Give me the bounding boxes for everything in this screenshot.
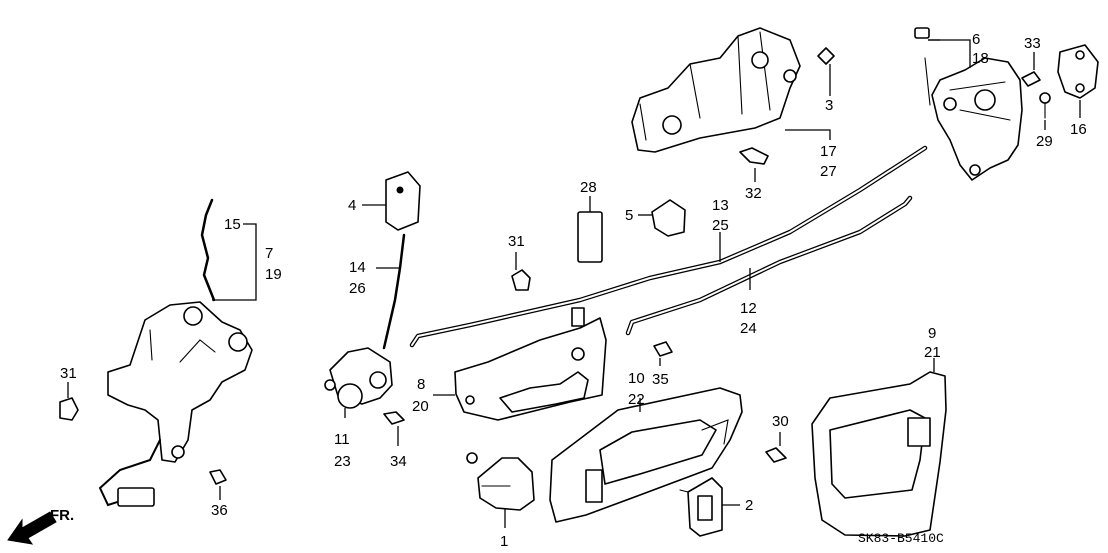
screw-36 (209, 469, 227, 485)
callout-6: 6 (972, 31, 980, 48)
callout-25: 25 (712, 217, 729, 234)
rod-13-25 (409, 145, 928, 348)
rod-clip-5 (651, 199, 686, 237)
clip-31-upper (511, 269, 531, 291)
screw-29 (1039, 92, 1051, 119)
callout-10: 10 (628, 370, 645, 387)
outer-door-handle (631, 27, 801, 153)
callout-12: 12 (740, 300, 757, 317)
callout-4: 4 (348, 197, 356, 214)
callout-7: 7 (265, 245, 273, 262)
callout-33: 33 (1024, 35, 1041, 52)
callout-36: 36 (211, 502, 228, 519)
lock-cylinder (324, 347, 393, 409)
lock-link-rod-15 (200, 198, 216, 302)
callout-23: 23 (334, 453, 351, 470)
protector-28 (577, 211, 603, 263)
callout-30: 30 (772, 413, 789, 430)
callout-26: 26 (349, 280, 366, 297)
diagram-code: SK83-B5410C (858, 531, 944, 546)
callout-3: 3 (825, 97, 833, 114)
door-switch-1 (466, 452, 535, 511)
lock-knob-rod (382, 233, 406, 350)
callout-32: 32 (745, 185, 762, 202)
callout-16: 16 (1070, 121, 1087, 138)
callout-28: 28 (580, 179, 597, 196)
callout-19: 19 (265, 266, 282, 283)
callout-18: 18 (972, 50, 989, 67)
callout-17: 17 (820, 143, 837, 160)
door-striker (1057, 44, 1099, 99)
callout-21: 21 (924, 344, 941, 361)
inner-handle-cover (549, 387, 743, 523)
lock-knob-4 (385, 171, 421, 231)
callout-13: 13 (712, 197, 729, 214)
callout-9: 9 (928, 325, 936, 342)
callout-31-upper: 31 (508, 233, 525, 250)
callout-20: 20 (412, 398, 429, 415)
front-arrow-icon (7, 511, 57, 545)
inner-handle-bracket (454, 307, 607, 421)
callout-27: 27 (820, 163, 837, 180)
screw-34 (383, 411, 405, 425)
rod-12-24 (625, 195, 913, 336)
door-lock-assembly (914, 27, 1023, 181)
door-lock-actuator (98, 301, 253, 507)
callout-8: 8 (417, 376, 425, 393)
screw-3 (817, 47, 835, 65)
callout-5: 5 (625, 207, 633, 224)
screw-30 (765, 447, 787, 463)
callout-2: 2 (745, 497, 753, 514)
callout-1: 1 (500, 533, 508, 550)
screw-33 (1021, 71, 1041, 87)
callout-labels: 1 2 3 4 5 6 7 8 9 10 11 12 13 14 15 16 1… (60, 31, 1087, 550)
callout-31-left: 31 (60, 365, 77, 382)
callout-24: 24 (740, 320, 757, 337)
callout-22: 22 (628, 391, 645, 408)
front-arrow-label: FR. (50, 507, 74, 524)
screw-35 (653, 341, 673, 357)
bezel-2 (679, 477, 723, 537)
callout-14: 14 (349, 259, 366, 276)
leader-lines (67, 39, 1081, 528)
callout-11: 11 (334, 431, 350, 448)
callout-34: 34 (390, 453, 407, 470)
callout-35: 35 (652, 371, 669, 388)
inner-handle-9 (811, 371, 947, 537)
clip-31-left (59, 397, 79, 421)
callout-15: 15 (224, 216, 241, 233)
callout-29: 29 (1036, 133, 1053, 150)
screw-32 (739, 147, 769, 165)
